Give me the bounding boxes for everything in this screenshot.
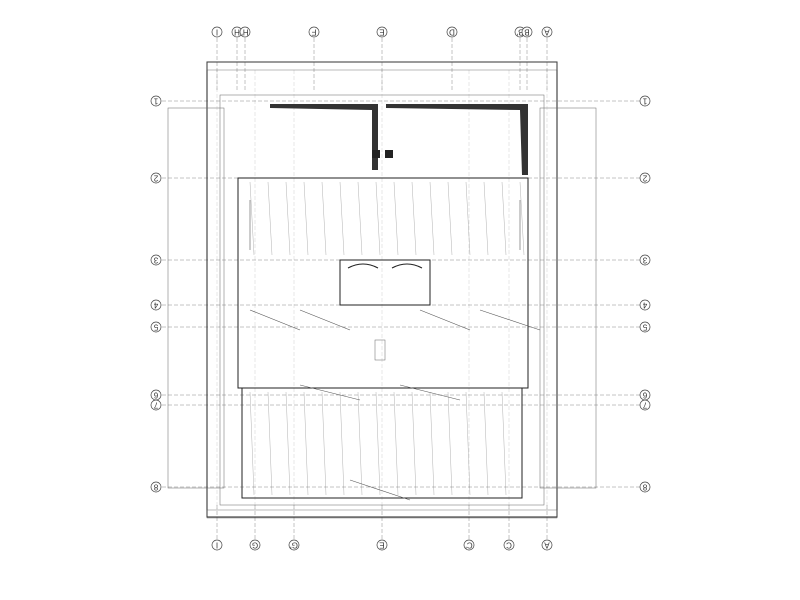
axis-label: G — [252, 541, 258, 550]
axis-label: H — [234, 28, 240, 37]
axis-marker-C-prime: C' — [463, 539, 475, 551]
axis-marker-A: A — [541, 539, 553, 551]
axis-marker-7: 7 — [150, 399, 162, 411]
axis-label: 2 — [153, 174, 158, 183]
axis-label: 3 — [153, 256, 158, 265]
axis-markers-bottom: I G G' E C' C A — [211, 539, 553, 551]
axis-label: 4 — [642, 301, 647, 310]
axis-marker-C: C — [503, 539, 515, 551]
axis-marker-G: G — [249, 539, 261, 551]
axis-label: 6 — [642, 391, 647, 400]
axis-marker-2: 2 — [150, 172, 162, 184]
axis-marker-4: 4 — [150, 299, 162, 311]
axis-label: 8 — [153, 483, 158, 492]
grid-lines — [162, 38, 640, 540]
axis-marker-A: A — [541, 26, 553, 38]
axis-marker-3: 3 — [639, 254, 651, 266]
axis-label: B' — [516, 28, 523, 37]
axis-label: E — [379, 28, 384, 37]
axis-label: C' — [465, 541, 473, 550]
roof-beams — [270, 104, 528, 175]
axis-label: A — [544, 541, 550, 550]
axis-label: G' — [290, 541, 298, 550]
axis-label: I — [216, 541, 218, 550]
axis-label: A — [544, 28, 550, 37]
axis-marker-B: B — [521, 26, 533, 38]
axis-marker-4: 4 — [639, 299, 651, 311]
stair-flight — [347, 263, 423, 269]
axis-label: 5 — [153, 323, 158, 332]
axis-marker-5: 5 — [639, 321, 651, 333]
axis-label: 5 — [642, 323, 647, 332]
axis-label: 1 — [642, 97, 647, 106]
axis-label: 6 — [153, 391, 158, 400]
axis-label: H' — [241, 28, 249, 37]
axis-label: C — [506, 541, 512, 550]
axis-marker-I: I — [211, 539, 223, 551]
axis-marker-6: 6 — [150, 389, 162, 401]
axis-marker-H-prime: H' — [239, 26, 251, 38]
axis-label: 1 — [153, 97, 158, 106]
axis-label: I — [216, 28, 218, 37]
axis-label: 3 — [642, 256, 647, 265]
axis-marker-H: H — [231, 26, 243, 38]
axis-marker-I: I — [211, 26, 223, 38]
axis-marker-E: E — [376, 539, 388, 551]
building-outline — [167, 61, 597, 519]
axis-marker-2: 2 — [639, 172, 651, 184]
axis-marker-8: 8 — [639, 481, 651, 493]
axis-marker-5: 5 — [150, 321, 162, 333]
axis-label: D — [449, 28, 455, 37]
axis-label: 2 — [642, 174, 647, 183]
stair-core — [339, 259, 431, 306]
axis-markers-left: 1 2 3 4 5 67 8 — [150, 95, 162, 493]
axis-marker-G-prime: G' — [288, 539, 300, 551]
axis-label: F — [311, 28, 316, 37]
axis-label: 8 — [642, 483, 647, 492]
slab-hatching — [249, 181, 541, 501]
axis-label: B — [524, 28, 529, 37]
axis-markers-right: 1 2 3 4 5 67 8 — [639, 95, 651, 493]
axis-label: E — [379, 541, 384, 550]
axis-marker-1: 1 — [639, 95, 651, 107]
axis-marker-F: F — [308, 26, 320, 38]
axis-label: 4 — [153, 301, 158, 310]
axis-marker-3: 3 — [150, 254, 162, 266]
axis-label: 7 — [153, 401, 158, 410]
axis-marker-E: E — [376, 26, 388, 38]
axis-marker-6: 6 — [639, 389, 651, 401]
axis-marker-1: 1 — [150, 95, 162, 107]
axis-marker-D: D — [446, 26, 458, 38]
axis-marker-7: 7 — [639, 399, 651, 411]
axis-marker-8: 8 — [150, 481, 162, 493]
axis-label: 7 — [642, 401, 647, 410]
